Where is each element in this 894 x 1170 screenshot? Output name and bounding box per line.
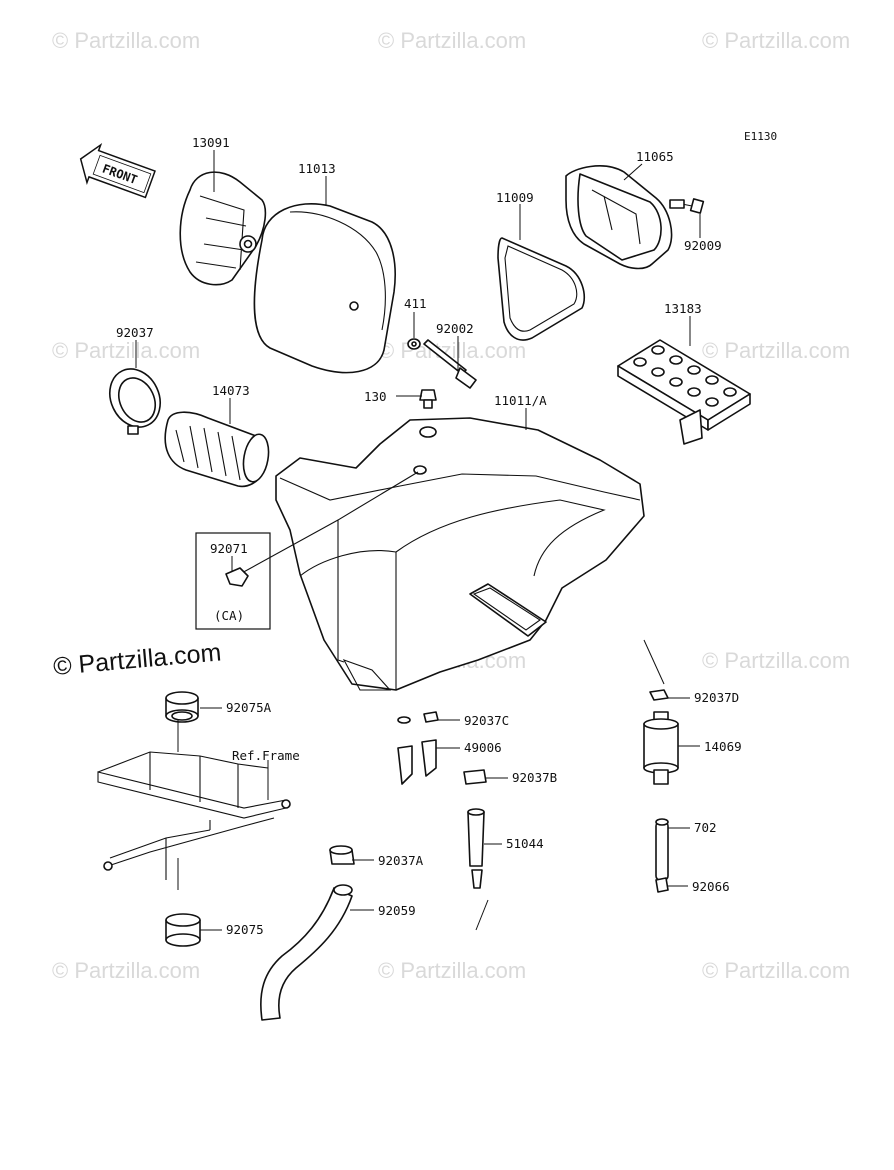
bracket-holes: [633, 345, 737, 407]
diagram-code: E1130: [744, 130, 777, 143]
part-label-702: 702: [694, 820, 717, 835]
part-label-49006: 49006: [464, 740, 502, 755]
clamp-92037D: [649, 689, 669, 701]
ref-frame-label: Ref.Frame: [232, 748, 300, 763]
part-label-11065: 11065: [636, 149, 674, 164]
bracket-13183: [617, 339, 751, 445]
leader-lines: [135, 150, 701, 931]
air-cleaner-cover-11065: [565, 165, 673, 270]
part-label-92075: 92075: [226, 922, 264, 937]
part-label-411: 411: [404, 296, 427, 311]
watermark: © Partzilla.com: [702, 338, 850, 363]
clamp-92037C: [397, 711, 439, 724]
part-label-13091: 13091: [192, 135, 230, 150]
part-label-14073: 14073: [212, 383, 250, 398]
part-label-92066: 92066: [692, 879, 730, 894]
tube-702: [655, 818, 669, 881]
part-label-14069: 14069: [704, 739, 742, 754]
caps-49006: [397, 739, 437, 785]
break-line: [475, 899, 489, 931]
watermark: © Partzilla.com: [378, 958, 526, 983]
part-label-11011A: 11011/A: [494, 393, 547, 408]
part-label-92037D: 92037D: [694, 690, 739, 705]
part-label-92071: 92071: [210, 541, 248, 556]
front-arrow-icon: FRONT: [79, 142, 156, 199]
part-label-51044: 51044: [506, 836, 544, 851]
clamp-92037: [109, 368, 161, 435]
fitting-92066: [655, 877, 669, 893]
part-label-92037C: 92037C: [464, 713, 509, 728]
part-label-11009: 11009: [496, 190, 534, 205]
gasket-11009: [497, 237, 586, 341]
fuel-filter-14069: [643, 711, 679, 785]
watermark: © Partzilla.com: [702, 648, 850, 673]
bolt-130: [419, 389, 437, 409]
watermark: © Partzilla.com: [52, 338, 200, 363]
part-label-13183: 13183: [664, 301, 702, 316]
callout-box-92071: (CA): [195, 532, 271, 630]
part-label-92059: 92059: [378, 903, 416, 918]
part-label-130: 130: [364, 389, 387, 404]
bolt-92009: [669, 198, 705, 214]
clamp-92037B: [463, 769, 487, 785]
part-label-92075A: 92075A: [226, 700, 272, 715]
air-filter-holder-13091: [179, 171, 267, 286]
collar-92075A: [165, 691, 199, 723]
watermark: © Partzilla.com: [52, 958, 200, 983]
watermark: © Partzilla.com: [52, 28, 200, 53]
watermark: © Partzilla.com: [702, 28, 850, 53]
bolt-92002: [423, 339, 477, 389]
part-label-92002: 92002: [436, 321, 474, 336]
part-label-92037A: 92037A: [378, 853, 424, 868]
washer-411: [407, 338, 421, 350]
intake-duct-14073: [164, 411, 270, 488]
clamp-92037A: [329, 845, 355, 865]
air-cleaner-case-11011A: [275, 417, 645, 691]
air-filter-element-11013: [253, 202, 396, 374]
watermark: © Partzilla.com: [378, 28, 526, 53]
part-label-92037B: 92037B: [512, 770, 557, 785]
breather-line: [337, 471, 419, 663]
hose-92059: [260, 884, 353, 1021]
part-labels: 13091 11013 11065 11009 92009 411 92002 …: [116, 135, 742, 937]
frame-reference: [97, 720, 291, 890]
brand-logo: © Partzilla.com: [52, 638, 222, 681]
watermark: © Partzilla.com: [702, 958, 850, 983]
collar-92075: [165, 913, 201, 947]
leader-line: [239, 519, 339, 575]
ca-label: (CA): [214, 608, 244, 623]
part-label-92037: 92037: [116, 325, 154, 340]
break-line: [643, 639, 665, 685]
part-label-11013: 11013: [298, 161, 336, 176]
tube-51044: [467, 808, 485, 889]
part-label-92009: 92009: [684, 238, 722, 253]
